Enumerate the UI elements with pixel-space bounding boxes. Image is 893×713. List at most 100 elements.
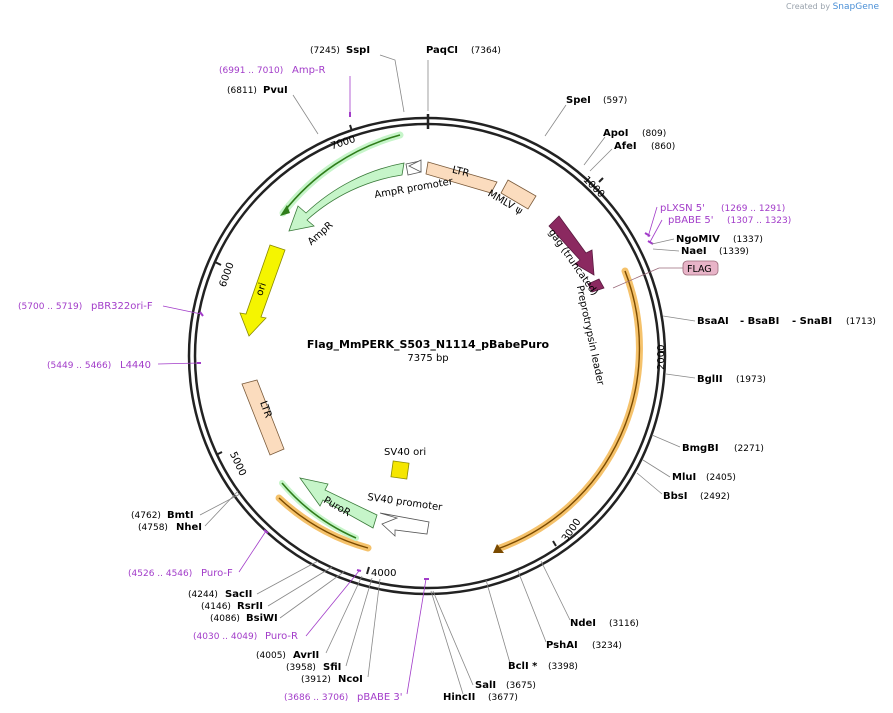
enzyme-nhei-pos: (4758) — [138, 523, 168, 533]
primer-leaders — [157, 76, 663, 695]
primer-purof[interactable]: Puro-F — [201, 568, 233, 579]
enzyme-spei[interactable]: SpeI — [566, 95, 591, 106]
enzyme-sspi[interactable]: SspI — [346, 45, 370, 56]
enzyme-bbsi[interactable]: BbsI — [663, 491, 687, 502]
leader-sspi — [379, 54, 405, 113]
leader-hincii — [430, 590, 464, 695]
leader-primer-plxsn — [647, 206, 658, 238]
enzyme-spei-pos: (597) — [603, 96, 627, 106]
primer-l4440[interactable]: L4440 — [120, 360, 151, 371]
enzyme-bsaai[interactable]: BsaAI — [697, 316, 729, 327]
leader-pvui — [292, 94, 319, 135]
leader-naei — [652, 248, 680, 252]
primer-pbr322-range: (5700 .. 5719) — [18, 302, 82, 312]
enzyme-bglii[interactable]: BglII — [697, 374, 723, 385]
leader-ncoi — [367, 578, 381, 678]
feature-label-preprotrypsin: Preprotrypsin leader — [574, 284, 606, 387]
orf-line-puro — [278, 497, 369, 549]
feature-label-ampr-promoter: AmpR promoter — [374, 176, 455, 201]
orf-arrow-perk — [493, 544, 504, 553]
tick-mark-4000 — [366, 566, 370, 575]
enzyme-paqci[interactable]: PaqCI — [426, 45, 458, 56]
leader-apoi — [583, 136, 606, 166]
snapgene-logo: SnapGene — [832, 2, 879, 12]
leader-ngomiv — [651, 238, 675, 245]
enzyme-bcli[interactable]: BclI * — [508, 661, 538, 672]
leader-bglii — [665, 373, 696, 379]
enzyme-bbsi-pos: (2492) — [700, 492, 730, 502]
enzyme-pshai-pos: (3234) — [592, 641, 622, 651]
leader-primer-puror — [305, 570, 360, 637]
enzyme-bmgbi-pos: (2271) — [734, 444, 764, 454]
enzyme-mlui[interactable]: MluI — [672, 472, 696, 483]
leader-sfii — [345, 577, 373, 667]
enzyme-naei[interactable]: NaeI — [681, 246, 707, 257]
enzyme-afei[interactable]: AfeI — [614, 141, 637, 152]
enzyme-avrii-pos: (4005) — [256, 651, 286, 661]
primer-mark-puror — [356, 569, 362, 572]
leader-bsiwi — [279, 570, 346, 619]
enzyme-avrii[interactable]: AvrII — [293, 650, 319, 661]
enzyme-ndei[interactable]: NdeI — [570, 618, 596, 629]
leader-ndei — [540, 560, 571, 621]
enzyme-apoi[interactable]: ApoI — [603, 128, 629, 139]
feature-ltr-2 — [241, 379, 285, 456]
enzyme-sacii[interactable]: SacII — [225, 589, 252, 600]
leader-mlui — [642, 459, 671, 478]
enzyme-snabi[interactable]: - SnaBI — [792, 316, 832, 327]
enzyme-nhei[interactable]: NheI — [176, 522, 202, 533]
leader-bmti — [199, 493, 241, 516]
enzyme-bmgbi[interactable]: BmgBI — [682, 443, 719, 454]
primer-pbabe3-range: (3686 .. 3706) — [284, 693, 348, 703]
enzyme-hincii-pos: (3677) — [488, 693, 518, 703]
tick-mark-1000 — [598, 177, 604, 183]
enzyme-pshai[interactable]: PshAI — [546, 640, 578, 651]
enzyme-bmti-pos: (4762) — [131, 511, 161, 521]
enzyme-leaders — [199, 54, 696, 695]
enzyme-ngomiv[interactable]: NgoMIV — [676, 234, 720, 245]
primer-puror[interactable]: Puro-R — [265, 631, 298, 642]
leader-afei — [589, 148, 613, 172]
enzyme-hincii[interactable]: HincII — [443, 692, 475, 703]
credit-prefix: Created by — [786, 2, 831, 11]
enzyme-ncoi[interactable]: NcoI — [338, 674, 363, 685]
leader-bmgbi — [651, 434, 681, 448]
enzyme-sfii-pos: (3958) — [286, 663, 316, 673]
feature-ltr-1 — [425, 161, 498, 194]
feature-mmlv-psi — [500, 179, 537, 210]
enzyme-pvui[interactable]: PvuI — [263, 85, 288, 96]
primer-pbabe3[interactable]: pBABE 3' — [357, 692, 403, 703]
tick-4000: 4000 — [371, 568, 396, 579]
primer-plxsn[interactable]: pLXSN 5' — [660, 203, 705, 214]
enzyme-bsiwi[interactable]: BsiWI — [246, 613, 278, 624]
enzyme-bmti[interactable]: BmtI — [167, 510, 194, 521]
leader-primer-pbr322 — [162, 305, 202, 315]
primer-ampr[interactable]: Amp-R — [292, 65, 326, 76]
snapgene-credit: Created by SnapGene — [786, 2, 879, 12]
enzyme-bsabi[interactable]: - BsaBI — [740, 316, 779, 327]
enzyme-sacii-pos: (4244) — [188, 590, 218, 600]
enzyme-afei-pos: (860) — [651, 142, 675, 152]
feature-puror — [299, 477, 378, 529]
primer-pbabe5-range: (1307 .. 1323) — [727, 216, 791, 226]
primer-mark-plxsn — [644, 232, 651, 237]
feature-gag — [548, 215, 595, 276]
enzyme-ncoi-pos: (3912) — [301, 675, 331, 685]
leader-primer-purof — [238, 530, 267, 573]
enzyme-bglii-pos: (1973) — [736, 375, 766, 385]
tick-mark-6000 — [214, 261, 222, 266]
enzyme-paqci-pos: (7364) — [471, 46, 501, 56]
feature-preprotrypsin — [587, 278, 605, 293]
enzyme-sfii[interactable]: SfiI — [323, 662, 341, 673]
enzyme-sali[interactable]: SalI — [475, 680, 496, 691]
enzyme-apoi-pos: (809) — [642, 129, 666, 139]
leader-rsrii — [267, 566, 333, 607]
tick-mark-7000 — [349, 124, 353, 132]
leader-bsaai — [662, 315, 696, 322]
leader-sacii — [256, 560, 319, 595]
primer-pbabe5[interactable]: pBABE 5' — [668, 215, 714, 226]
enzyme-rsrii[interactable]: RsrII — [237, 601, 263, 612]
primer-pbr322[interactable]: pBR322ori-F — [91, 301, 153, 312]
leader-avrii — [325, 575, 363, 654]
leader-primer-l4440 — [157, 362, 200, 365]
